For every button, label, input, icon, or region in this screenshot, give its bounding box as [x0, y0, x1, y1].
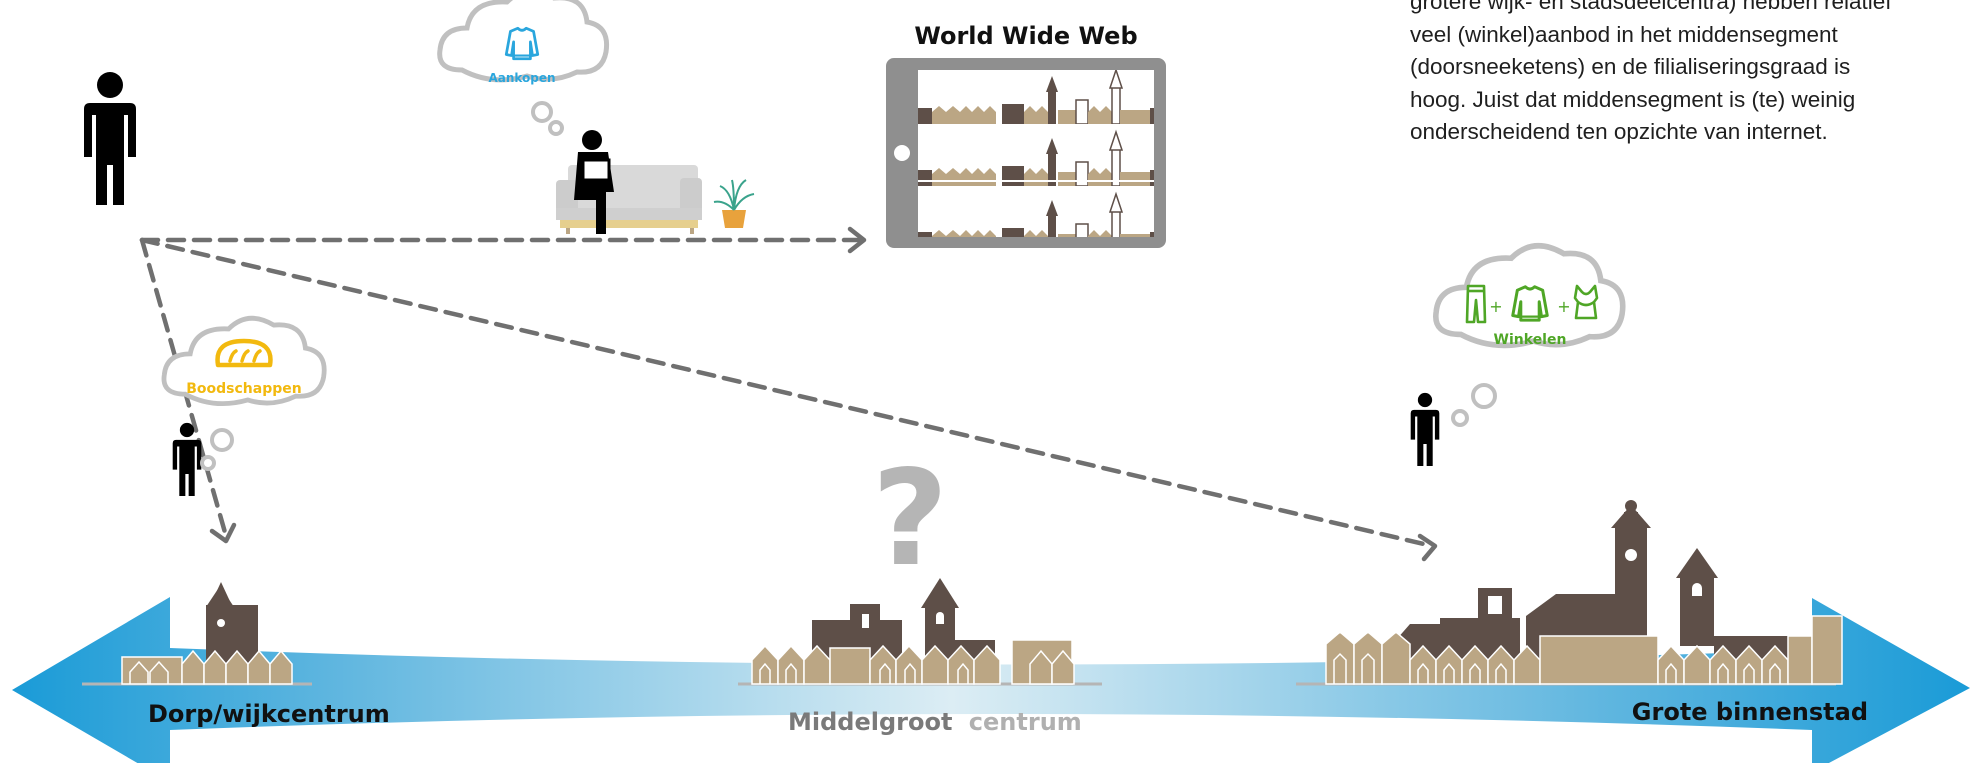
- axis-label-middle-light: centrum: [969, 708, 1082, 736]
- arrowheads: [209, 226, 1438, 562]
- cloud-label-shopping: Winkelen: [1494, 332, 1567, 348]
- town-skyline: [738, 578, 1102, 686]
- axis-label-right: Grote binnenstad: [1632, 698, 1868, 726]
- city-shopper-figure: [1410, 392, 1440, 466]
- thought-cloud-groceries: Boodschappen: [164, 318, 324, 471]
- consumer-figure: [84, 72, 136, 205]
- arrow-to-city: [139, 237, 1435, 549]
- plant-icon: [713, 179, 755, 228]
- web-tablet: World Wide Web: [886, 22, 1166, 248]
- axis-label-middle: Middelgroot centrum: [788, 708, 1082, 736]
- question-mark: ?: [872, 442, 949, 596]
- sofa-scene: [556, 130, 755, 234]
- intro-text: grotere wijk- en stadsdeelcentra) hebben…: [1410, 0, 1892, 144]
- plus-sign-1: +: [1489, 297, 1502, 316]
- plus-sign-2: +: [1557, 297, 1570, 316]
- top-icon: [1573, 284, 1599, 320]
- thought-cloud-shopping: + + Winkelen: [1436, 246, 1623, 427]
- city-skyline: [1296, 500, 1843, 686]
- cloud-label-groceries: Boodschappen: [186, 381, 301, 397]
- thought-cloud-online: Aankopen: [440, 0, 607, 136]
- web-title: World Wide Web: [914, 22, 1137, 50]
- trousers-icon: [1465, 284, 1487, 324]
- villager-figure: [172, 422, 202, 496]
- axis-label-middle-bold: Middelgroot: [788, 708, 952, 736]
- axis-label-left: Dorp/wijkcentrum: [148, 700, 390, 728]
- bread-icon: [215, 338, 273, 368]
- route-arrows: [139, 237, 1435, 549]
- cloud-label-online: Aankopen: [488, 71, 555, 85]
- village-skyline: [82, 582, 312, 686]
